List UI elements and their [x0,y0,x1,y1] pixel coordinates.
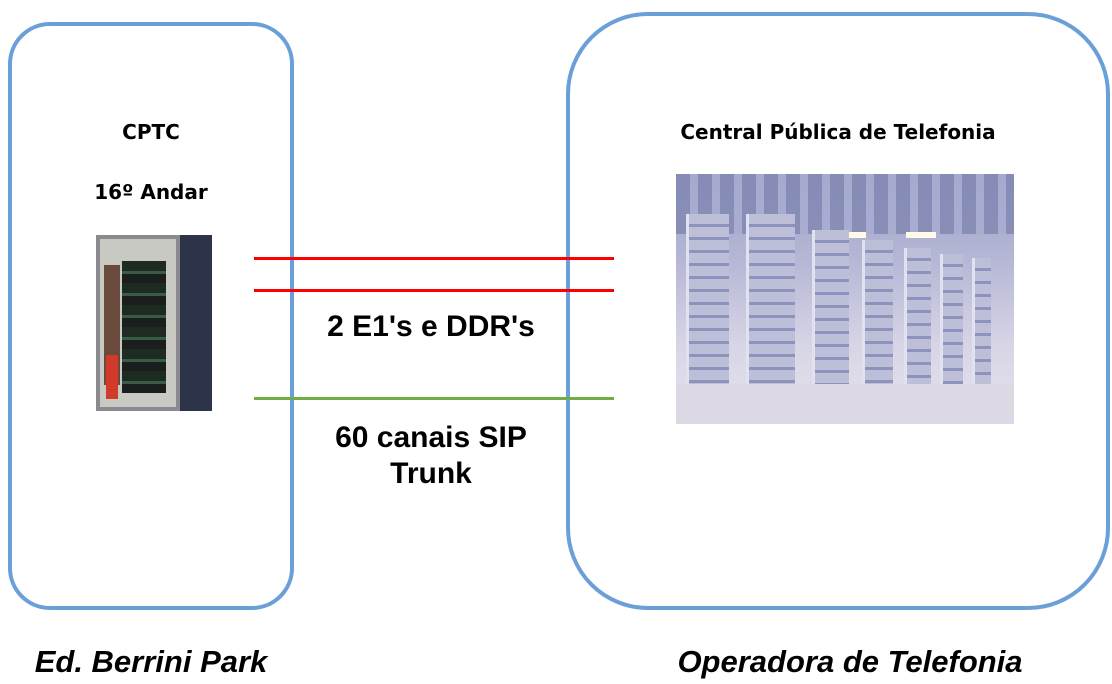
cptc-title: CPTC [122,120,180,144]
central-title: Central Pública de Telefonia [680,120,996,144]
floor-label: 16º Andar [94,180,208,204]
e1-link-label: 2 E1's e DDR's [327,310,535,343]
e1-line-1 [254,257,614,260]
telephone-exchange-photo [676,174,1014,424]
right-site-box [566,12,1110,610]
left-site-box [8,22,294,610]
right-site-caption: Operadora de Telefonia [677,644,1023,679]
pbx-cabinet-photo [96,235,212,411]
left-site-caption: Ed. Berrini Park [34,644,268,679]
sip-link-label: 60 canais SIP Trunk [335,421,527,490]
e1-line-2 [254,289,614,292]
sip-trunk-line [254,397,614,400]
